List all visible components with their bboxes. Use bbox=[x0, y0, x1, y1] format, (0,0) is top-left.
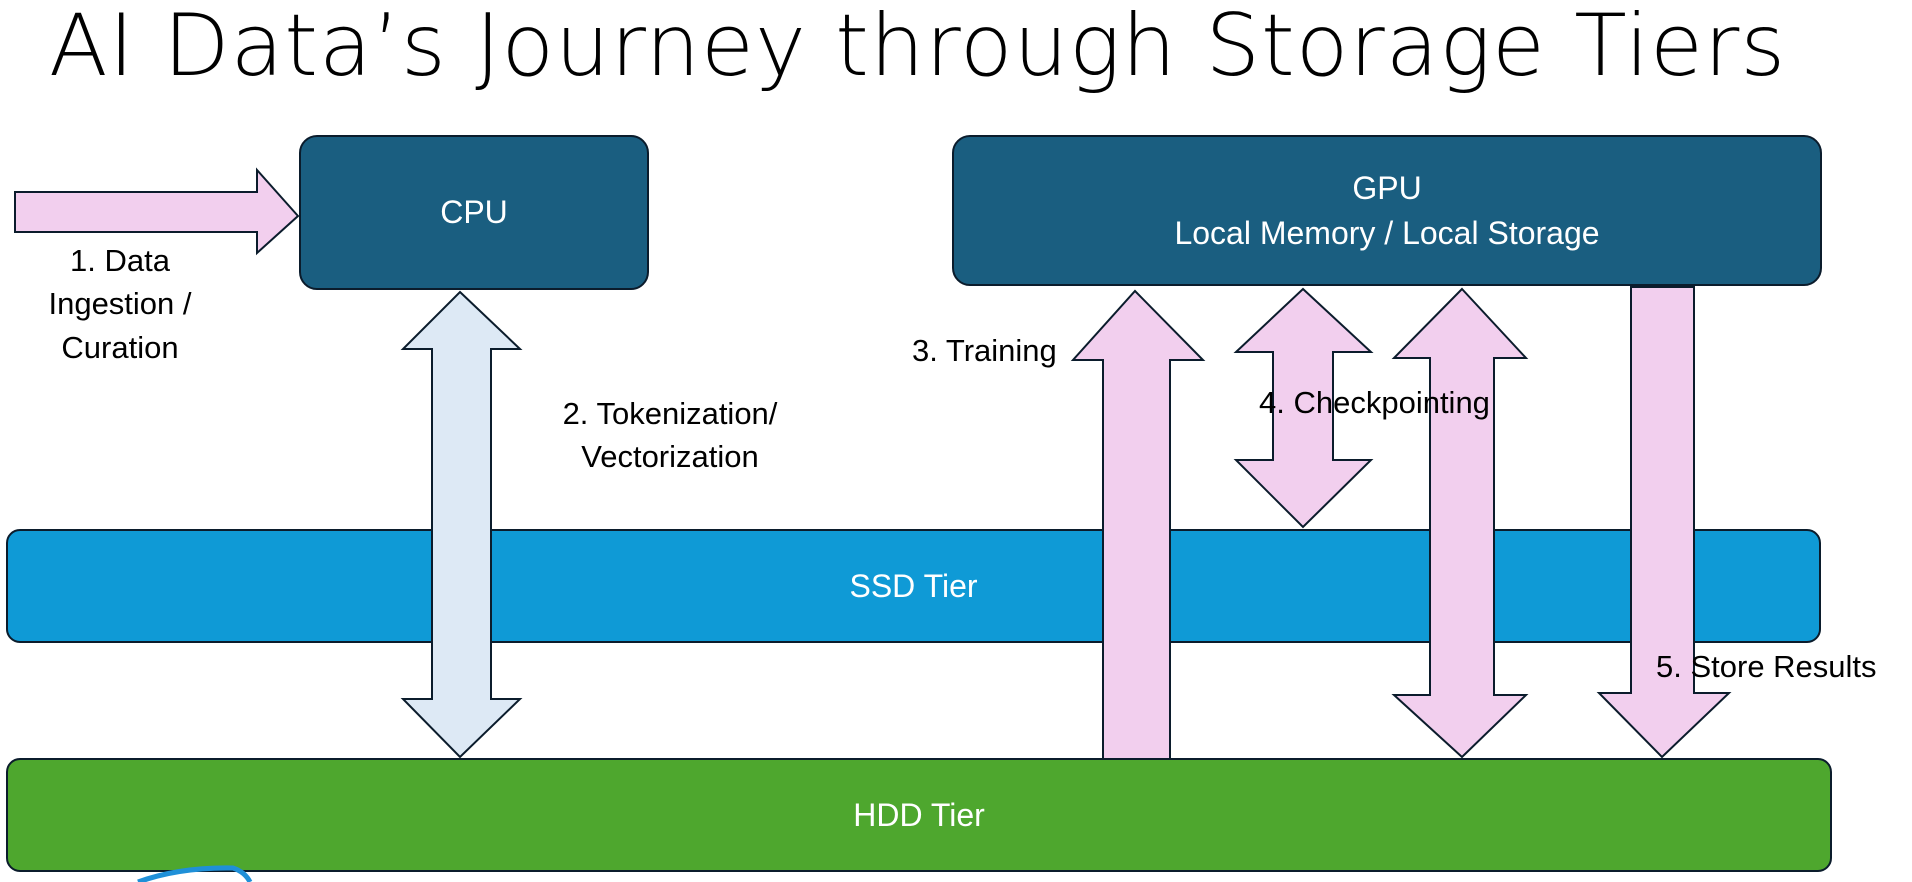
ingestion-label: 1. Data Ingestion / Curation bbox=[30, 239, 210, 369]
training-label: 3. Training bbox=[912, 333, 1057, 368]
gpu-box: GPU Local Memory / Local Storage bbox=[952, 135, 1822, 286]
cpu-label: CPU bbox=[440, 194, 508, 231]
ingestion-label-line-3: Curation bbox=[61, 329, 179, 365]
tokenization-label: 2. Tokenization/ Vectorization bbox=[535, 392, 805, 479]
ssd-tier-label: SSD Tier bbox=[849, 567, 978, 604]
hdd-gpu-bidirectional-arrow bbox=[1391, 287, 1529, 759]
store-results-label: 5. Store Results bbox=[1656, 649, 1877, 684]
checkpointing-arrow bbox=[1233, 287, 1374, 529]
ssd-tier-box: SSD Tier bbox=[6, 529, 1821, 643]
hdd-tier-label: HDD Tier bbox=[853, 796, 985, 833]
tokenization-label-line-2: Vectorization bbox=[581, 439, 759, 475]
gpu-label: GPU bbox=[1352, 169, 1422, 206]
logo-arc-fragment bbox=[137, 865, 253, 882]
ingestion-arrow bbox=[14, 167, 300, 256]
store-results-arrow bbox=[1596, 286, 1732, 759]
ingestion-label-line-1: 1. Data bbox=[70, 243, 170, 278]
training-arrow bbox=[1070, 289, 1206, 760]
ingestion-label-line-2: Ingestion / bbox=[48, 286, 192, 322]
cpu-box: CPU bbox=[299, 135, 649, 290]
page-title: AI Data’s Journey through Storage Tiers bbox=[48, 0, 1787, 96]
tokenization-label-line-1: 2. Tokenization/ bbox=[562, 396, 778, 431]
checkpointing-label: 4. Checkpointing bbox=[1259, 385, 1490, 420]
tokenization-arrow bbox=[400, 290, 523, 759]
hdd-tier-box: HDD Tier bbox=[6, 758, 1832, 872]
gpu-sublabel: Local Memory / Local Storage bbox=[1174, 214, 1600, 251]
